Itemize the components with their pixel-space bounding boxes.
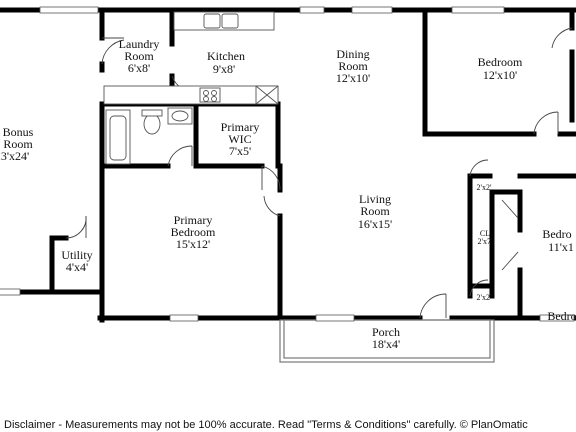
dining-dims: 12'x10' xyxy=(336,71,370,85)
porch-dims: 18'x4' xyxy=(372,337,400,351)
closet-cl-name: CL xyxy=(480,229,490,238)
bedroom-e-name: Bedro xyxy=(542,227,571,241)
room-labels: Bonus Room 13'x24' Laundry Room 6'x8' Ki… xyxy=(0,37,576,351)
bonus-room-name2: Room xyxy=(3,137,33,151)
bonus-room-dims: 13'x24' xyxy=(0,149,29,163)
bedroom-se-name: Bedro xyxy=(547,309,576,323)
dining-name2: Room xyxy=(338,59,368,73)
bonus-room-name: Bonus xyxy=(3,125,34,139)
kitchen-dims: 9'x8' xyxy=(213,62,235,76)
windows xyxy=(0,6,575,322)
living-name: Living xyxy=(359,192,391,206)
disclaimer-text: Disclaimer - Measurements may not be 100… xyxy=(4,419,528,431)
kitchen-name: Kitchen xyxy=(207,49,245,63)
laundry-dims: 6'x8' xyxy=(128,61,150,75)
dining-name: Dining xyxy=(336,47,369,61)
primary-wic-name2: WIC xyxy=(228,132,251,146)
porch-outline xyxy=(279,319,495,363)
fixtures xyxy=(103,11,279,165)
laundry-name: Laundry xyxy=(119,37,160,51)
primary-wic-dims: 7'x5' xyxy=(229,144,251,158)
closet-top-dims: 2'x2' xyxy=(477,183,492,192)
closet-cl-dims: 2'x7' xyxy=(478,237,493,246)
utility-dims: 4'x4' xyxy=(66,260,88,274)
bedroom-ne-dims: 12'x10' xyxy=(483,68,517,82)
laundry-name2: Room xyxy=(124,49,154,63)
closet-bottom-dims: 2'x2' xyxy=(477,293,492,302)
doors xyxy=(65,27,573,319)
primary-wic-name: Primary xyxy=(221,120,260,134)
living-name2: Room xyxy=(360,204,390,218)
living-dims: 16'x15' xyxy=(358,217,392,231)
primary-bedroom-name2: Bedroom xyxy=(171,225,216,239)
primary-bedroom-name: Primary xyxy=(174,213,213,227)
bedroom-ne-name: Bedroom xyxy=(478,55,523,69)
porch-name: Porch xyxy=(372,325,400,339)
bedroom-e-dims: 11'x1 xyxy=(548,240,574,254)
utility-name: Utility xyxy=(61,248,92,262)
primary-bedroom-dims: 15'x12' xyxy=(176,237,210,251)
